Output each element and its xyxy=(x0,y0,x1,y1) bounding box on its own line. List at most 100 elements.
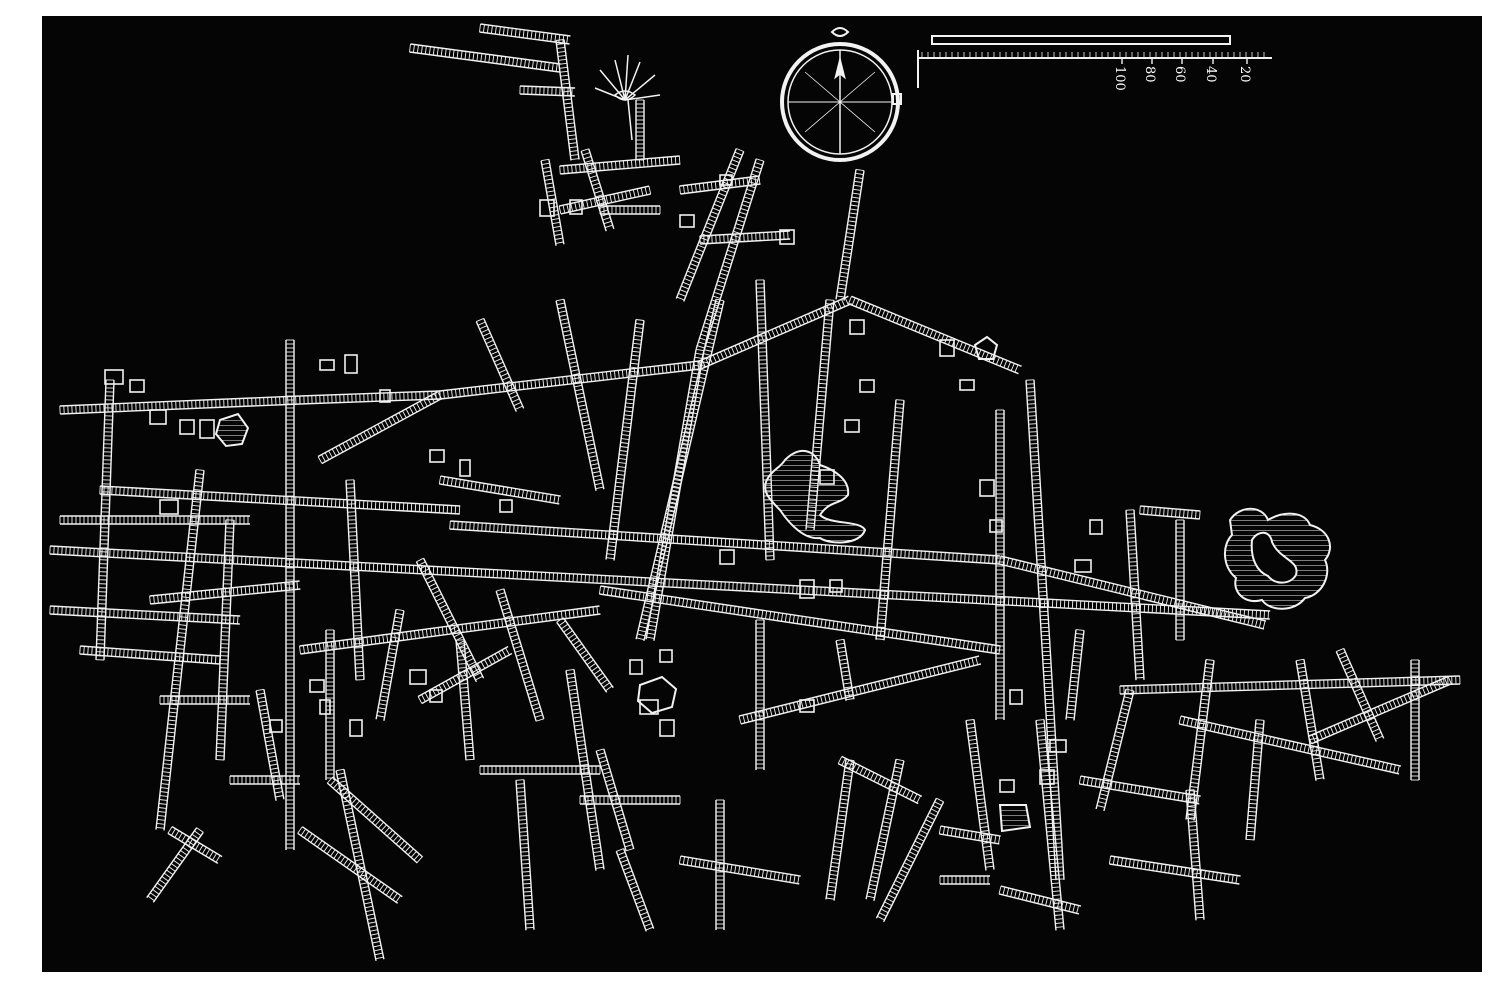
room xyxy=(859,379,875,393)
passage xyxy=(556,617,614,693)
passage xyxy=(439,360,701,400)
passage xyxy=(475,317,525,412)
passage xyxy=(835,168,865,301)
passage xyxy=(1175,519,1185,641)
passage xyxy=(1035,719,1065,931)
room xyxy=(1089,519,1103,535)
passage xyxy=(835,638,855,701)
passage xyxy=(558,185,652,215)
room xyxy=(989,519,1003,533)
room xyxy=(499,499,513,513)
passage xyxy=(1065,629,1085,721)
room xyxy=(719,549,735,565)
room xyxy=(939,339,955,357)
passage xyxy=(565,668,605,871)
passage xyxy=(715,799,725,930)
passage xyxy=(635,99,645,161)
passage xyxy=(755,619,765,770)
passage xyxy=(519,85,576,97)
room xyxy=(379,389,391,403)
scale-tick-label: 40 xyxy=(1203,66,1218,83)
scale-tick-label: 20 xyxy=(1237,66,1252,83)
chamber-small-2 xyxy=(636,675,678,715)
passage xyxy=(1139,505,1201,520)
passage xyxy=(325,629,335,780)
passage xyxy=(599,205,661,215)
room xyxy=(719,174,733,186)
passage xyxy=(837,755,923,805)
passages-layer xyxy=(49,23,1461,961)
room xyxy=(849,319,865,335)
room xyxy=(539,199,555,217)
room xyxy=(959,379,975,391)
room xyxy=(659,649,673,663)
passage xyxy=(615,848,655,932)
scale-bar xyxy=(917,35,1272,88)
room xyxy=(199,419,215,439)
room xyxy=(104,369,124,385)
passage xyxy=(479,23,571,45)
passage xyxy=(59,395,301,415)
room xyxy=(799,579,815,599)
passage xyxy=(1178,715,1402,775)
chamber-small-3 xyxy=(998,804,1032,833)
room xyxy=(1074,559,1092,573)
room xyxy=(429,689,443,703)
passage xyxy=(155,469,205,831)
passage xyxy=(555,39,580,161)
passage xyxy=(635,298,725,642)
passage xyxy=(438,475,561,505)
room xyxy=(159,499,179,515)
passage xyxy=(579,795,681,805)
passage xyxy=(825,758,855,901)
passage xyxy=(875,797,945,923)
room xyxy=(409,669,427,685)
plate-background xyxy=(42,16,1482,972)
room xyxy=(429,449,445,463)
passage xyxy=(865,758,905,901)
passage xyxy=(285,339,295,850)
room xyxy=(129,379,145,393)
passage xyxy=(555,298,605,491)
passage xyxy=(755,279,775,561)
passage xyxy=(998,885,1082,915)
room xyxy=(639,699,659,715)
passage xyxy=(415,557,485,683)
room xyxy=(1009,689,1023,705)
passage xyxy=(159,695,250,705)
chamber-small-1 xyxy=(214,412,250,448)
passage xyxy=(995,409,1005,720)
passage xyxy=(1295,658,1325,781)
room xyxy=(844,419,860,433)
passage xyxy=(699,230,791,245)
passage xyxy=(1078,775,1201,805)
passage xyxy=(559,155,681,175)
room xyxy=(629,659,643,675)
passage xyxy=(1119,675,1461,695)
scale-tick-label: 100 xyxy=(1112,66,1127,91)
passage xyxy=(495,588,545,722)
scale-tick-label: 60 xyxy=(1172,66,1187,83)
room xyxy=(979,479,995,497)
compass-rose-icon xyxy=(780,27,902,162)
chamber-east-void xyxy=(1250,531,1298,584)
room xyxy=(819,469,835,485)
passage xyxy=(675,148,745,302)
passage xyxy=(167,825,223,865)
chamber-small-4 xyxy=(973,335,999,360)
passage xyxy=(409,43,561,73)
passage xyxy=(848,295,1022,375)
room xyxy=(829,579,843,593)
passage xyxy=(1095,688,1135,812)
room xyxy=(319,699,331,715)
passage xyxy=(255,688,285,801)
passage xyxy=(146,827,204,903)
passage xyxy=(345,479,365,681)
passage xyxy=(540,158,565,246)
passage xyxy=(515,779,535,931)
passage xyxy=(79,645,221,665)
room xyxy=(1039,769,1055,785)
room xyxy=(799,699,815,713)
